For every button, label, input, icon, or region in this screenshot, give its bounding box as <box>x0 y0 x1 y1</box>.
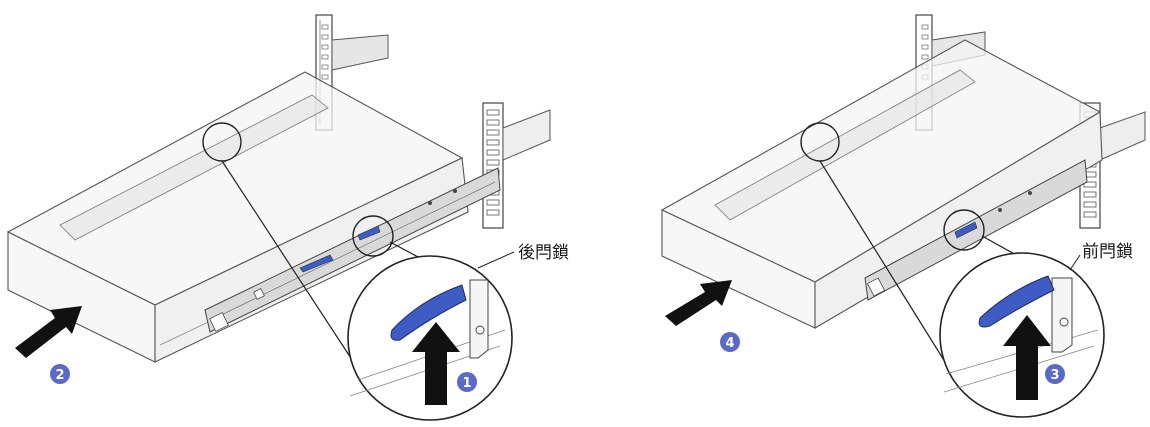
step-badge-3: 3 <box>1045 364 1065 384</box>
push-arrow-right <box>665 280 732 326</box>
callout-circle-small-latch-left <box>352 215 394 257</box>
step-number-2: 2 <box>55 368 64 383</box>
rear-latch-label: 後閂鎖 <box>518 243 569 263</box>
inner-rail-visible-right <box>714 69 976 221</box>
front-latch-label: 前閂鎖 <box>1082 242 1133 262</box>
rack-post-front-left <box>482 102 504 229</box>
rail-latch-left <box>299 254 334 273</box>
inner-rail-visible-left <box>59 94 329 241</box>
step-number-3: 3 <box>1050 368 1059 383</box>
up-arrow-right <box>1003 315 1051 400</box>
rail-front-extension-left <box>502 109 551 161</box>
step-number-4: 4 <box>725 336 734 351</box>
slide-rail-left <box>204 167 501 333</box>
step-number-1: 1 <box>462 376 471 391</box>
step-badge-4: 4 <box>720 332 740 352</box>
step-badge-2: 2 <box>50 364 70 384</box>
latch-zoom-right <box>978 275 1055 328</box>
slide-rail-right <box>864 159 1088 301</box>
zoom-callout-right <box>939 252 1105 418</box>
callout-circle-small-latch-right <box>943 209 985 251</box>
rear-latch-small-left <box>357 225 381 241</box>
zoom-callout-left <box>347 255 513 421</box>
push-arrow-left <box>15 306 82 358</box>
latch-zoom-left <box>390 284 467 341</box>
right-panel: 前閂鎖 4 3 <box>660 14 1146 418</box>
rail-rear-left <box>331 34 389 71</box>
left-panel: 後閂鎖 2 1 <box>6 14 569 421</box>
up-arrow-left <box>412 322 460 405</box>
step-badge-1: 1 <box>457 372 477 392</box>
